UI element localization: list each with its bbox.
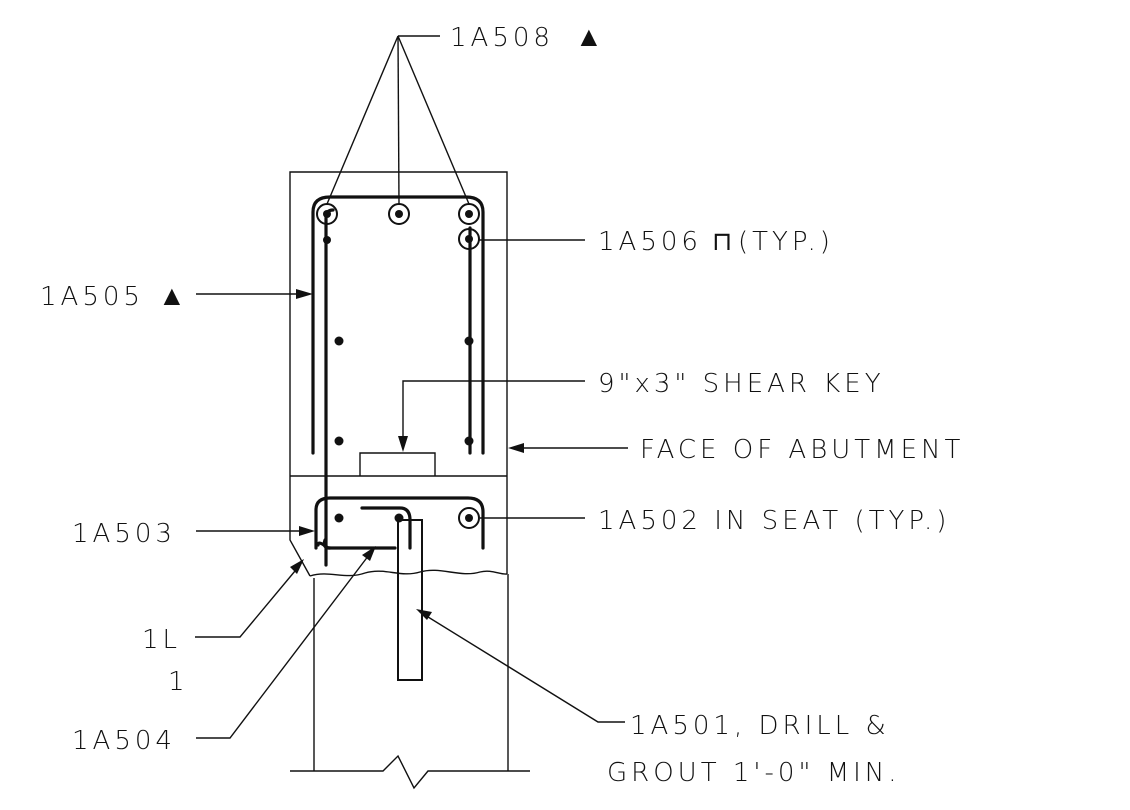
- labels: 1A508 ▲ 1A506 ⊓ (TYP.) 1A505 ▲ 9"x3" SHE…: [40, 20, 964, 788]
- side-bar-right-low: [464, 436, 474, 446]
- label-1a501-line2: GROUT 1'-0" MIN.: [607, 758, 901, 788]
- seat-bar-left: [334, 513, 344, 523]
- label-1a506-note: (TYP.): [738, 227, 834, 257]
- dowel-bar: [397, 519, 423, 681]
- stem-bottom-break: [290, 754, 530, 790]
- label-shear-key: 9"x3" SHEAR KEY: [598, 369, 885, 399]
- seat-hook-bar: [360, 506, 412, 550]
- top-bar-center: [388, 203, 410, 225]
- seat-outline: [289, 476, 311, 577]
- label-1a508: 1A508: [450, 23, 554, 53]
- backwall-stirrup-outer: [311, 195, 485, 455]
- label-chamfer-1l: 1L: [142, 625, 181, 655]
- leader-lines: [195, 35, 628, 739]
- label-1a505: 1A505: [40, 282, 144, 312]
- label-1a508-symbol: ▲: [575, 20, 607, 53]
- label-1a505-symbol: ▲: [158, 279, 190, 312]
- label-face-of-abutment: FACE OF ABUTMENT: [640, 435, 964, 465]
- side-bar-left-low: [334, 436, 344, 446]
- seat-bar-center: [394, 513, 404, 523]
- label-1a503: 1A503: [72, 519, 176, 549]
- small-bar-left-top: [323, 236, 331, 244]
- label-chamfer-1: 1: [168, 667, 189, 697]
- side-bar-left-mid: [334, 336, 344, 346]
- shear-key-outline: [359, 452, 436, 476]
- label-1a506-symbol: ⊓: [712, 227, 736, 257]
- label-1a506: 1A506: [598, 227, 702, 257]
- break-line: [309, 569, 508, 577]
- top-bar-right: [458, 203, 480, 225]
- seat-bar-right: [458, 507, 480, 529]
- side-bar-right-mid: [464, 336, 474, 346]
- label-1a501-line1: 1A501, DRILL &: [630, 711, 890, 741]
- seat-stirrup: [314, 496, 485, 550]
- label-1a504: 1A504: [72, 726, 176, 756]
- backwall-stirrup-inner: [324, 208, 335, 567]
- seat-hook-bar-lower: [322, 538, 332, 550]
- label-1a502: 1A502 IN SEAT (TYP.): [598, 506, 950, 536]
- corner-bar: [458, 228, 480, 250]
- reinforcement: [311, 195, 485, 681]
